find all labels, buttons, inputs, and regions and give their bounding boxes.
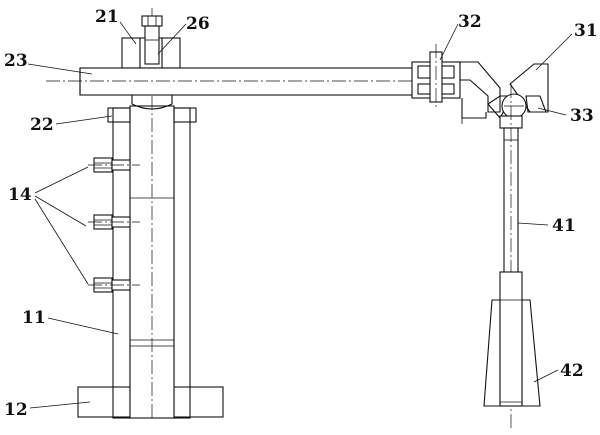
cone-weight	[483, 271, 541, 407]
label-22: 22	[30, 115, 54, 135]
arm-clamp	[411, 44, 461, 108]
label-31: 31	[574, 21, 598, 41]
vertical-rod	[503, 84, 519, 430]
collar	[107, 107, 197, 123]
leader-lines	[27, 21, 573, 409]
label-42: 42	[560, 361, 584, 381]
side-bolts	[88, 157, 140, 293]
side-bolt-upper	[88, 157, 140, 173]
side-bolt-lower	[88, 277, 140, 293]
horizontal-arm	[46, 67, 430, 110]
bracket	[459, 61, 549, 124]
inner-post	[129, 8, 175, 420]
ball-joint	[487, 93, 547, 129]
label-21: 21	[95, 7, 119, 27]
side-bolt-middle	[88, 214, 140, 230]
part-labels: 21 26 23 22 14 11 12 32 31 33 41 42	[4, 7, 598, 420]
label-14: 14	[8, 185, 32, 205]
top-screw	[141, 15, 163, 65]
label-23: 23	[4, 51, 28, 71]
label-26: 26	[186, 14, 210, 34]
label-33: 33	[570, 106, 594, 126]
label-32: 32	[458, 12, 482, 32]
label-41: 41	[552, 216, 576, 236]
label-12: 12	[4, 400, 28, 420]
label-11: 11	[22, 308, 46, 328]
